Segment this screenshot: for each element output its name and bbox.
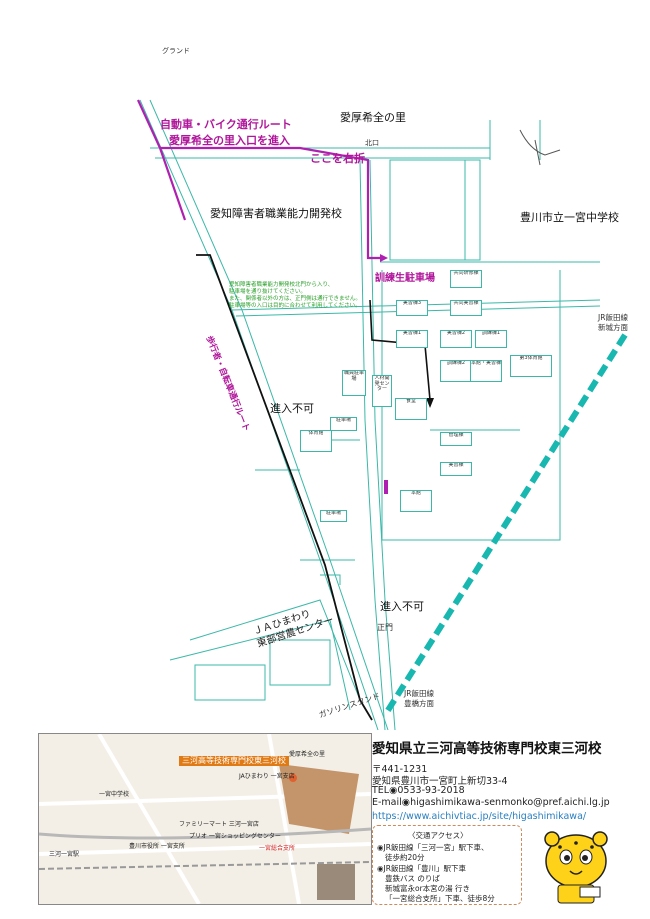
building: 体育館 bbox=[300, 430, 332, 452]
campus-map bbox=[137, 99, 628, 730]
mascot-icon bbox=[544, 831, 608, 904]
car-route-label: 自動車・バイク通行ルート bbox=[160, 118, 292, 131]
inset-shopping-label: プリオ 一宮ショッピングセンター bbox=[189, 833, 281, 840]
jr-shinshiro-label: JR飯田線 新城方面 bbox=[598, 313, 628, 332]
green-note: 愛知障害者職業能力開発校北門から入り、 駐車場を通り抜けてください。 また、関係… bbox=[229, 282, 361, 310]
access-line: 徒歩約20分 bbox=[385, 853, 425, 862]
building: 訓練棟2 bbox=[440, 360, 472, 382]
building: 職員駐車場 bbox=[342, 370, 366, 396]
building: 駐車場 bbox=[330, 417, 357, 431]
website-link[interactable]: https://www.aichivtiac.jp/site/higashimi… bbox=[372, 811, 587, 822]
inset-city-office-label: 豊川市役所 一宮支所 bbox=[129, 843, 185, 850]
building: 実習棟3 bbox=[396, 300, 428, 316]
access-line: ◉JR飯田線「豊川」駅下車 bbox=[377, 864, 466, 873]
access-line: 豊鉄バス のりば bbox=[385, 874, 440, 883]
inset-aikouki-label: 愛厚希全の里 bbox=[289, 751, 326, 758]
building: 食堂 bbox=[395, 398, 427, 420]
main-gate-label: 正門 bbox=[377, 623, 393, 632]
enter-aikouki-label: 愛厚希全の里入口を進入 bbox=[169, 134, 290, 147]
building: 実習棟 bbox=[440, 462, 472, 476]
jr-toyohashi-label: JR飯田線 豊橋方面 bbox=[404, 689, 434, 708]
building: 共同研修棟 bbox=[450, 270, 482, 288]
zip: 〒441-1231 bbox=[372, 764, 428, 775]
inset-ja-label: JAひまわり 一宮支店 bbox=[239, 773, 295, 780]
building: 共同実習棟 bbox=[450, 300, 482, 316]
access-line: 「一宮総合支所」下車、徒歩8分 bbox=[385, 894, 495, 903]
turn-right-label: ここを右折 bbox=[310, 152, 365, 165]
north-gate-label: 北口 bbox=[365, 139, 379, 147]
building: 実習棟1 bbox=[396, 330, 428, 348]
no-entry-1: 進入不可 bbox=[270, 402, 314, 415]
jhs-label: 豊川市立一宮中学校 bbox=[520, 211, 619, 224]
building: 第3体育館 bbox=[510, 355, 552, 377]
inset-familymart-label: ファミリーマート 三河一宮店 bbox=[179, 821, 259, 828]
school-title: 愛知県立三河高等技術専門校東三河校 bbox=[372, 741, 602, 757]
locator-map: 三河高等技術専門校東三河校 JAひまわり 一宮支店 愛厚希全の里 一宮中学校 フ… bbox=[38, 733, 372, 905]
inset-school-label: 三河高等技術専門校東三河校 bbox=[179, 756, 289, 766]
access-title: 〈交通アクセス〉 bbox=[408, 831, 468, 840]
building: 管理棟 bbox=[440, 432, 472, 446]
building: 本館 bbox=[400, 490, 432, 512]
access-line: ◉JR飯田線「三河一宮」駅下車、 bbox=[377, 843, 489, 852]
building: 人材開発センター bbox=[372, 375, 392, 407]
building: 本館・実習棟 bbox=[470, 360, 502, 382]
aikouki-label: 愛厚希全の里 bbox=[340, 111, 406, 124]
building: 駐車場 bbox=[320, 510, 347, 522]
trainee-parking-label: 訓練生駐車場 bbox=[375, 273, 435, 284]
access-line: 新城富永or本宮の湯 行き bbox=[385, 884, 471, 893]
access-box: 〈交通アクセス〉 ◉JR飯田線「三河一宮」駅下車、 徒歩約20分 ◉JR飯田線「… bbox=[372, 825, 522, 905]
email[interactable]: E-mail◉higashimikawa-senmonko@pref.aichi… bbox=[372, 797, 610, 808]
building: 訓練棟1 bbox=[475, 330, 507, 348]
ground-label: グランド bbox=[162, 47, 190, 55]
tel: TEL◉0533-93-2018 bbox=[372, 785, 465, 796]
inset-jhs-label: 一宮中学校 bbox=[99, 791, 130, 798]
school-label: 愛知障害者職業能力開発校 bbox=[210, 207, 342, 220]
inset-route-label: 一宮総合支所 bbox=[259, 845, 296, 852]
building: 実習棟2 bbox=[440, 330, 472, 348]
no-entry-2: 進入不可 bbox=[380, 600, 424, 613]
address: 愛知県豊川市一宮町上新切33-4 bbox=[372, 776, 508, 787]
inset-station-label: 三河一宮駅 bbox=[49, 851, 80, 858]
